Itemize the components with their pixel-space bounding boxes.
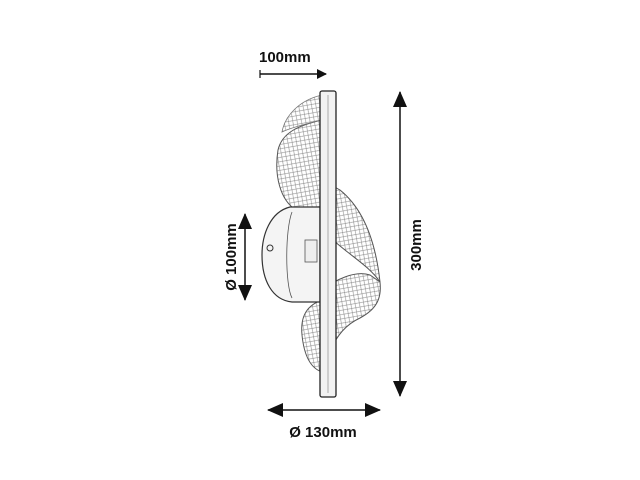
ribbon-lower-front <box>301 299 323 373</box>
canopy-disc <box>261 206 321 303</box>
width-diameter-label: Ø 130mm <box>289 424 357 441</box>
mount-bracket <box>304 239 318 263</box>
screw-icon <box>266 244 274 252</box>
ribbon-upper-back <box>281 94 323 133</box>
depth-label: 100mm <box>259 49 311 66</box>
canopy-edge <box>286 211 293 299</box>
height-label: 300mm <box>408 219 425 271</box>
canopy-diameter-label: Ø 100mm <box>223 223 240 291</box>
